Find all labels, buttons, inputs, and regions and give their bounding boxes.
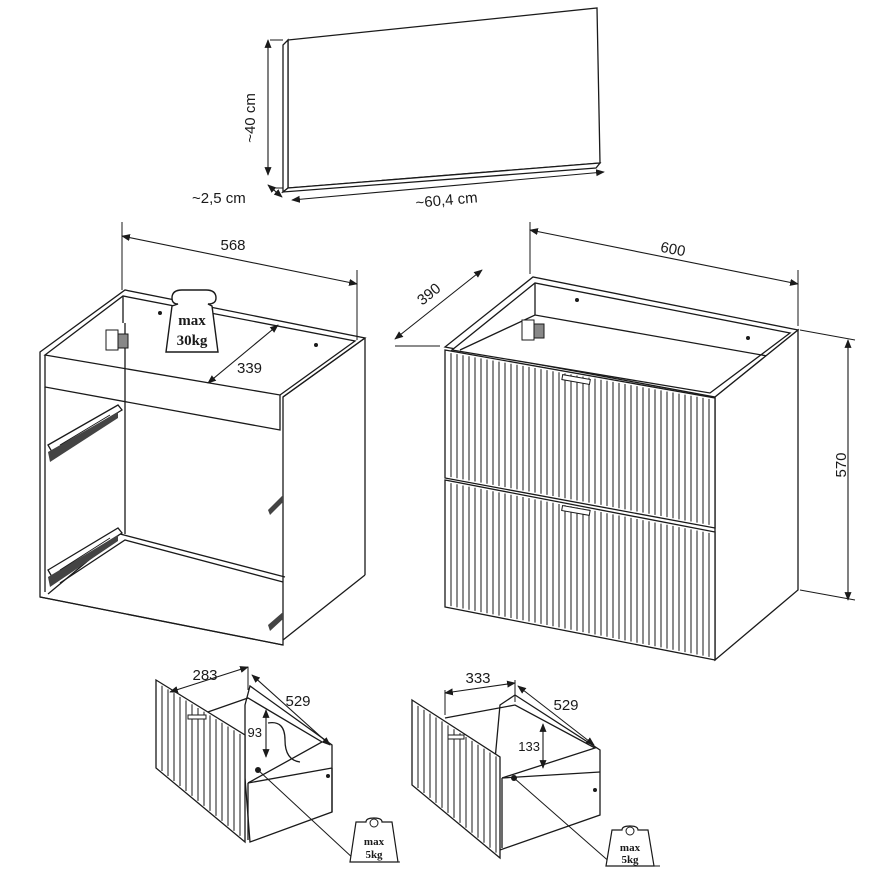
drawer-top-front — [155, 678, 246, 844]
drawer-bottom-detail: 333 529 133 max 5kg — [411, 670, 660, 867]
panel-front-face — [287, 7, 601, 189]
open-width-dimension — [121, 234, 358, 286]
closed-depth-label: 390 — [414, 280, 444, 309]
closed-depth-dimension — [394, 269, 483, 340]
runner-right-bottom — [268, 612, 283, 631]
drawer-bottom-height-label: 133 — [518, 739, 540, 754]
drawer-bottom-width-label: 333 — [465, 670, 490, 687]
open-cabinet: 568 339 max 30kg — [39, 222, 367, 646]
panel-width-label: ~60,4 cm — [415, 189, 478, 211]
weight-icon-5kg-left: max 5kg — [349, 817, 399, 863]
open-depth-label: 339 — [237, 360, 262, 377]
drawer-top-depth-dimension — [251, 674, 331, 746]
handle-bottom — [561, 505, 591, 516]
drawer-top-width-dimension — [169, 666, 249, 693]
handle-top — [561, 374, 591, 385]
panel-height-label: ~40 cm — [242, 93, 259, 143]
runner-left-top — [47, 404, 123, 462]
panel-edge — [282, 38, 289, 194]
drawer-top-detail: 283 529 93 max 5kg — [155, 666, 400, 863]
drawer-bottom-front — [411, 698, 501, 860]
drawer-front-top — [444, 349, 716, 529]
drawer-top-handle — [187, 714, 207, 720]
closed-height-label: 570 — [833, 452, 850, 477]
closed-cabinet: 600 390 570 — [394, 222, 856, 662]
weight-5-right-line2: 5kg — [621, 854, 639, 866]
drawer-bottom-width-dimension — [444, 680, 516, 696]
top-panel: ~40 cm ~2,5 cm ~60,4 cm — [192, 7, 605, 212]
weight-5-left-line1: max — [364, 836, 385, 848]
open-depth-dimension — [207, 324, 279, 384]
weight-5-left-line2: 5kg — [365, 849, 383, 861]
drawer-top-height-label: 93 — [248, 725, 262, 740]
hanging-bracket — [105, 329, 129, 351]
weight-5-right-line1: max — [620, 842, 641, 854]
open-width-label: 568 — [220, 237, 245, 254]
drawer-bottom-depth-dimension — [517, 685, 595, 746]
closed-width-dimension — [529, 228, 799, 286]
drawer-top-width-label: 283 — [192, 667, 217, 684]
panel-depth-dimension — [267, 184, 283, 198]
drawer-bottom-depth-label: 529 — [553, 697, 578, 714]
runner-right-top — [268, 495, 283, 515]
weight-icon-30kg: max 30kg — [165, 289, 219, 353]
panel-depth-label: ~2,5 cm — [192, 190, 246, 207]
closed-inner — [450, 282, 792, 394]
weight-30-line1: max — [178, 313, 206, 329]
panel-width-dimension — [291, 169, 605, 203]
runner-left-bottom — [47, 527, 123, 587]
closed-width-label: 600 — [659, 239, 687, 260]
weight-30-line2: 30kg — [177, 333, 208, 349]
drawer-bottom-handle — [447, 734, 465, 740]
weight-icon-5kg-right: max 5kg — [605, 825, 655, 867]
drawer-front-bottom — [444, 479, 716, 661]
drawer-top-depth-label: 529 — [285, 693, 310, 710]
